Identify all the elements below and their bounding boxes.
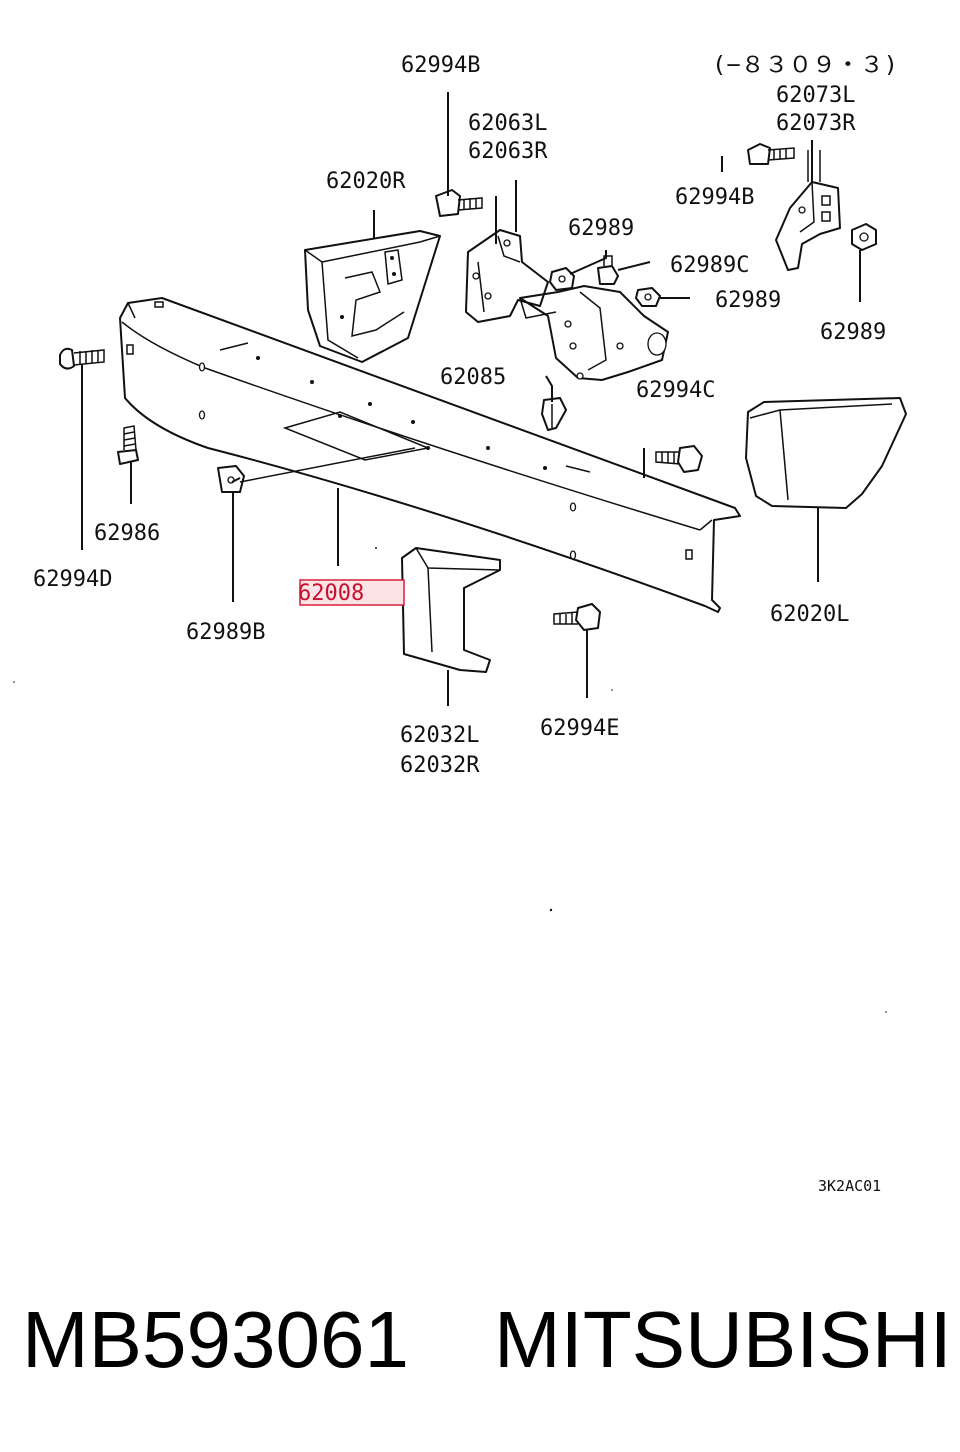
callout-62073r: 62073R [776, 111, 856, 136]
callout-62063l: 62063L [468, 111, 547, 136]
callout-62994c: 62994C [636, 378, 715, 403]
callout-62085: 62085 [440, 365, 506, 390]
callout-62032r: 62032R [400, 753, 480, 778]
bolt-icon [553, 603, 601, 631]
nut-icon [851, 223, 877, 251]
clip-icon [541, 397, 567, 431]
footer: MB593061 MITSUBISHI [0, 1290, 960, 1390]
drawing-code: 3K2AC01 [818, 1177, 881, 1195]
bolt-icon [117, 425, 139, 465]
bumper-bar [119, 297, 741, 613]
mounting-bracket-right [519, 285, 669, 381]
nut-icon [597, 255, 619, 285]
callout-62989-mid: 62989 [568, 216, 634, 241]
leader-lines [81, 92, 861, 706]
callout-62989c: 62989C [670, 253, 749, 278]
brand-name: MITSUBISHI [494, 1295, 952, 1384]
callout-62008-highlighted: 62008 [298, 581, 364, 606]
bolt-icon [59, 347, 105, 370]
bumper-end-cap-left-hand [745, 397, 907, 509]
bolt-icon [435, 189, 483, 217]
callout-62020r: 62020R [326, 169, 406, 194]
part-number: MB593061 [22, 1295, 409, 1384]
bolt-icon [747, 143, 795, 165]
callout-62032l: 62032L [400, 723, 479, 748]
bumper-guard [401, 547, 501, 673]
callout-62989-right: 62989 [715, 288, 781, 313]
date-code-label: (−８３０９・３) [712, 53, 898, 78]
callout-62989-far: 62989 [820, 320, 886, 345]
callout-62994b-top: 62994B [401, 53, 480, 78]
callout-62986: 62986 [94, 521, 160, 546]
callout-62063r: 62063R [468, 139, 548, 164]
callout-62073l: 62073L [776, 83, 855, 108]
mounting-bracket-center [465, 229, 549, 323]
nut-icon [635, 287, 661, 307]
callout-62994e: 62994E [540, 716, 619, 741]
highlight-box [299, 579, 405, 606]
bolt-icon [655, 445, 703, 473]
callout-62020l: 62020L [770, 602, 849, 627]
callout-62994b-right: 62994B [675, 185, 754, 210]
bumper-end-cap-right-hand [304, 230, 441, 363]
callout-62994d: 62994D [33, 567, 112, 592]
mounting-bracket-upper-right [775, 150, 841, 271]
nut-icon [549, 267, 575, 291]
callout-62989b: 62989B [186, 620, 265, 645]
